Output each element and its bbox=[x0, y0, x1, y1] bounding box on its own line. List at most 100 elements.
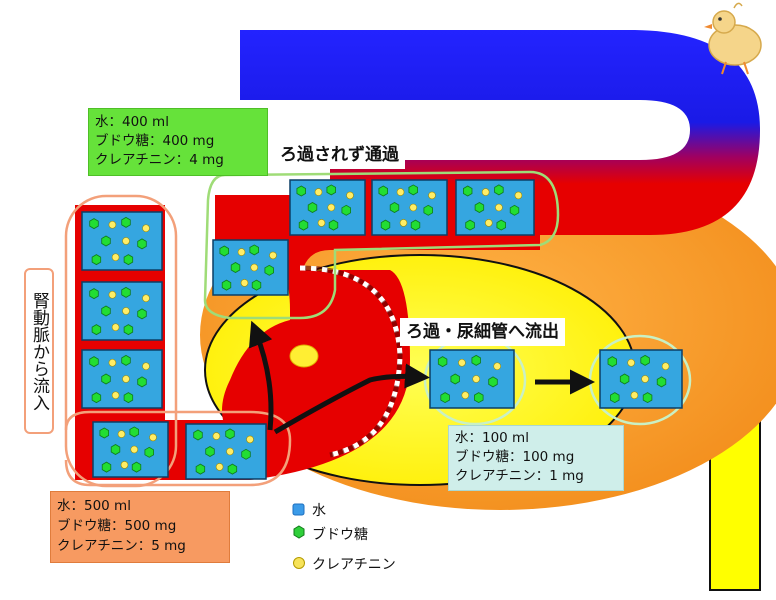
glucose-molecule bbox=[380, 219, 391, 231]
creatinine-molecule bbox=[120, 461, 129, 469]
creatinine-molecule bbox=[481, 188, 490, 196]
glucose-icon bbox=[293, 525, 305, 539]
filtered-to-tubule-label: ろ過・尿細管へ流出 bbox=[400, 318, 565, 346]
glucose-molecule bbox=[494, 184, 504, 196]
unfiltered-group-outline bbox=[203, 170, 560, 320]
creatinine-molecule bbox=[142, 294, 150, 303]
chick-mascot-icon bbox=[704, 2, 762, 75]
glucose-molecule bbox=[101, 461, 112, 473]
glucose-molecule bbox=[241, 448, 251, 460]
creatinine-molecule bbox=[215, 463, 224, 471]
creatinine-molecule bbox=[472, 375, 481, 383]
creatinine-molecule bbox=[246, 435, 254, 444]
unfiltered-creatinine: クレアチニン：4 mg bbox=[95, 152, 224, 168]
glucose-molecule bbox=[195, 463, 206, 475]
glucose-molecule bbox=[440, 392, 450, 404]
water-blocks bbox=[81, 179, 683, 480]
glucose-molecule bbox=[230, 262, 241, 273]
glomerulus-boundary bbox=[299, 265, 403, 458]
creatinine-molecule bbox=[317, 219, 326, 227]
glucose-molecule bbox=[307, 202, 318, 213]
arrow-to-tubule bbox=[273, 363, 430, 435]
creatinine-molecule bbox=[399, 219, 408, 227]
glucose-molecule bbox=[137, 308, 147, 320]
glucose-molecule bbox=[298, 219, 309, 231]
inflow-group-outline-bottom bbox=[64, 410, 292, 487]
glucose-molecule bbox=[640, 354, 650, 366]
creatinine-molecule bbox=[396, 188, 405, 196]
creatinine-molecule bbox=[237, 248, 246, 256]
creatinine-molecule bbox=[327, 203, 336, 212]
filtered-creatinine: クレアチニン：1 mg bbox=[455, 468, 584, 484]
creatinine-molecule bbox=[409, 203, 418, 212]
glucose-molecule bbox=[496, 219, 507, 231]
legend-creatinine-label: クレアチニン bbox=[312, 557, 396, 573]
glucose-molecule bbox=[121, 286, 131, 298]
glucose-molecule bbox=[410, 219, 421, 231]
glucose-molecule bbox=[121, 354, 131, 366]
creatinine-molecule bbox=[461, 391, 470, 400]
inflow-water: 水：500 ml bbox=[57, 498, 131, 514]
creatinine-molecule bbox=[111, 391, 120, 400]
inflow-amounts-box: 水：500 ml ブドウ糖：500 mg クレアチニン：5 mg bbox=[50, 491, 230, 563]
creatinine-molecule bbox=[111, 323, 120, 332]
passes-unfiltered-label: ろ過されず通過 bbox=[274, 141, 405, 169]
filtered-water: 水：100 ml bbox=[455, 430, 529, 446]
glucose-molecule bbox=[249, 244, 260, 256]
glucose-molecule bbox=[89, 288, 99, 300]
glucose-molecule bbox=[91, 392, 102, 404]
legend-glucose-label: ブドウ糖 bbox=[312, 527, 368, 543]
glucose-molecule bbox=[101, 305, 111, 317]
glucose-molecule bbox=[473, 392, 484, 404]
glucose-molecule bbox=[341, 204, 352, 216]
creatinine-molecule bbox=[630, 391, 639, 400]
glucose-molecule bbox=[264, 264, 275, 276]
creatinine-molecule bbox=[122, 237, 130, 245]
glucose-molecule bbox=[378, 185, 389, 197]
glucose-molecule bbox=[123, 392, 134, 404]
creatinine-molecule bbox=[346, 191, 354, 200]
creatinine-icon bbox=[293, 557, 305, 569]
creatinine-molecule bbox=[627, 358, 635, 367]
glucose-molecule bbox=[437, 356, 448, 368]
glucose-molecule bbox=[251, 279, 262, 291]
glucose-molecule bbox=[296, 185, 307, 197]
glucose-molecule bbox=[123, 254, 134, 266]
glucose-molecule bbox=[509, 204, 520, 216]
glucose-molecule bbox=[607, 356, 617, 368]
creatinine-molecule bbox=[142, 224, 150, 233]
creatinine-molecule bbox=[212, 432, 221, 440]
glucose-molecule bbox=[408, 184, 419, 196]
filtered-glucose: ブドウ糖：100 mg bbox=[455, 449, 575, 465]
creatinine-molecule bbox=[514, 191, 523, 200]
glucose-molecule bbox=[101, 373, 111, 385]
glucose-molecule bbox=[121, 216, 131, 228]
renal-artery-inflow-label: 腎動脈から流入 bbox=[24, 268, 54, 434]
creatinine-molecule bbox=[108, 290, 117, 299]
creatinine-molecule bbox=[117, 430, 126, 438]
creatinine-molecule bbox=[111, 253, 120, 262]
glucose-molecule bbox=[137, 376, 147, 388]
creatinine-molecule bbox=[484, 219, 493, 227]
inflow-glucose: ブドウ糖：500 mg bbox=[57, 518, 177, 534]
efferent-vessel bbox=[240, 30, 760, 235]
glucose-molecule bbox=[389, 202, 400, 213]
creatinine-molecule bbox=[661, 362, 670, 371]
glucose-molecule bbox=[462, 185, 473, 197]
creatinine-molecule bbox=[495, 203, 503, 212]
glucose-molecule bbox=[656, 376, 667, 388]
unfiltered-glucose: ブドウ糖：400 mg bbox=[95, 133, 215, 149]
glucose-molecule bbox=[219, 245, 230, 257]
glucose-molecule bbox=[474, 202, 485, 213]
creatinine-molecule bbox=[122, 375, 130, 383]
creatinine-molecule bbox=[226, 447, 234, 456]
unfiltered-amounts-box: 水：400 ml ブドウ糖：400 mg クレアチニン：4 mg bbox=[88, 108, 268, 176]
creatinine-molecule bbox=[122, 307, 130, 315]
creatinine-molecule bbox=[458, 358, 466, 367]
glucose-molecule bbox=[131, 461, 142, 473]
creatinine-molecule bbox=[269, 251, 277, 260]
creatinine-molecule bbox=[108, 358, 117, 367]
water-icon bbox=[292, 503, 305, 516]
glucose-molecule bbox=[450, 373, 460, 385]
glucose-molecule bbox=[91, 324, 102, 336]
